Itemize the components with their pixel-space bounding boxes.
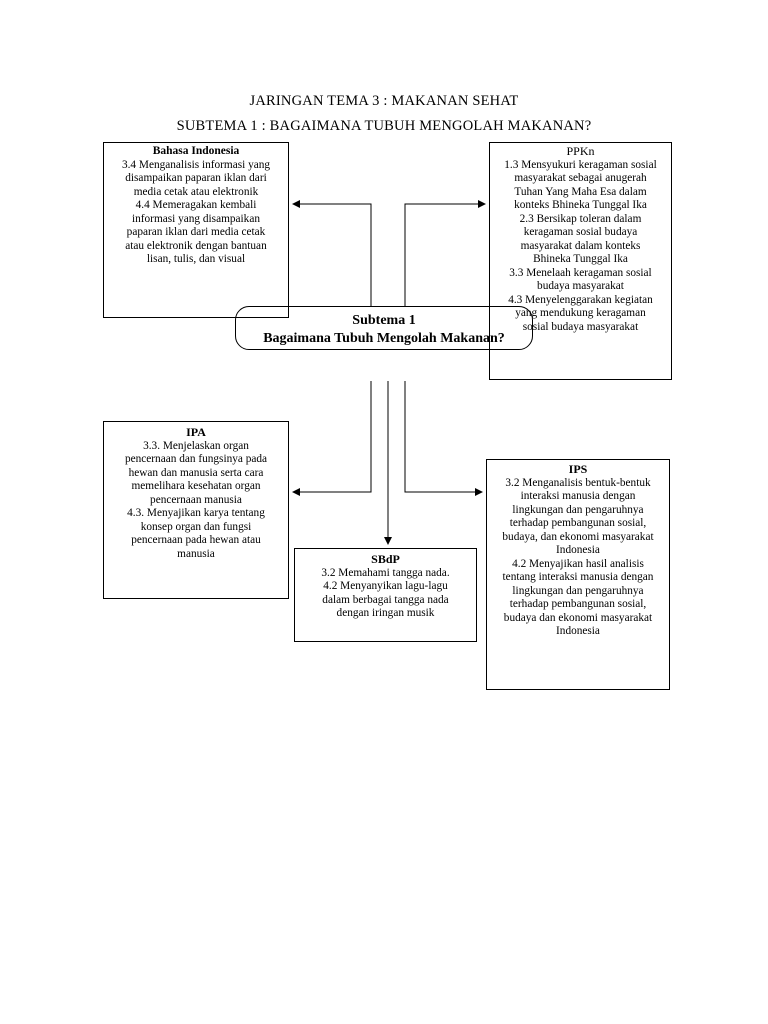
box-sbdp: SBdP 3.2 Memahami tangga nada. 4.2 Menya… <box>294 548 477 642</box>
box-line: 1.3 Mensyukuri keragaman sosial <box>504 158 657 171</box>
box-line: 3.3 Menelaah keragaman sosial <box>509 266 652 279</box>
box-line: 3.3. Menjelaskan organ <box>143 439 249 452</box>
box-line: pencernaan dan fungsinya pada <box>124 453 268 465</box>
box-line: media cetak atau elektronik <box>133 185 259 198</box>
box-line: sosial budaya masyarakat <box>522 320 639 333</box>
box-heading: IPA <box>186 425 206 439</box>
arrow-to-ips <box>404 381 483 496</box>
box-line: hewan dan manusia serta cara <box>128 466 264 479</box>
box-line: masyarakat dalam konteks <box>520 239 641 252</box>
center-line-2: Bagaimana Tubuh Mengolah Makanan? <box>263 331 505 346</box>
box-line: terhadap pembangunan sosial, <box>509 517 647 529</box>
center-line-1: Subtema 1 <box>352 313 416 328</box>
box-line: manusia <box>177 547 215 560</box>
box-line: Indonesia <box>556 544 600 556</box>
box-line: Tuhan Yang Maha Esa dalam <box>514 185 647 198</box>
box-line: memelihara kesehatan organ <box>131 480 261 492</box>
box-line: paparan iklan dari media cetak <box>126 226 266 238</box>
box-line: atau elektronik dengan bantuan <box>125 239 267 252</box>
page-subtitle: SUBTEMA 1 : BAGAIMANA TUBUH MENGOLAH MAK… <box>176 118 592 134</box>
box-line: dengan iringan musik <box>336 607 435 619</box>
box-line: pencernaan pada hewan atau <box>131 534 261 546</box>
box-line: interaksi manusia dengan <box>520 490 636 502</box>
box-line: 4.3. Menyajikan karya tentang <box>127 507 265 519</box>
box-line: dalam berbagai tangga nada <box>322 593 449 606</box>
box-line: budaya masyarakat <box>537 280 624 292</box>
box-line: 4.2 Menyajikan hasil analisis <box>512 557 644 570</box>
box-line: keragaman sosial budaya <box>523 226 638 238</box>
box-line: 3.2 Menganalisis bentuk-bentuk <box>505 476 651 489</box>
box-line: Bhineka Tunggal Ika <box>533 253 628 265</box>
box-line: terhadap pembangunan sosial, <box>509 598 647 610</box>
box-line: budaya dan ekonomi masyarakat <box>503 611 653 624</box>
center-subtheme: Subtema 1 Bagaimana Tubuh Mengolah Makan… <box>235 306 533 350</box>
arrow-to-ppkn <box>404 200 486 306</box>
box-line: informasi yang disampaikan <box>131 212 260 225</box>
page-title: JARINGAN TEMA 3 : MAKANAN SEHAT <box>249 93 519 109</box>
arrow-to-bahasa-indonesia <box>292 200 372 306</box>
box-line: lingkungan dan pengaruhnya <box>512 584 644 597</box>
box-line: masyarakat sebagai anugerah <box>514 172 647 184</box>
box-line: lisan, tulis, dan visual <box>146 253 246 265</box>
box-heading: SBdP <box>371 552 400 566</box>
box-heading: Bahasa Indonesia <box>152 145 240 157</box>
box-line: konteks Bhineka Tunggal Ika <box>514 199 647 211</box>
box-line: pencernaan manusia <box>150 493 242 506</box>
box-line: disampaikan paparan iklan dari <box>125 172 267 184</box>
box-line: tentang interaksi manusia dengan <box>502 571 654 583</box>
box-line: 2.3 Bersikap toleran dalam <box>519 212 642 225</box>
box-ips: IPS 3.2 Menganalisis bentuk-bentuk inter… <box>486 459 670 690</box>
box-line: yang mendukung keragaman <box>515 307 646 319</box>
box-line: 4.2 Menyanyikan lagu-lagu <box>323 580 448 592</box>
box-bahasa-indonesia: Bahasa Indonesia 3.4 Menganalisis inform… <box>103 142 289 318</box>
box-line: 3.2 Memahami tangga nada. <box>321 566 450 579</box>
box-line: 4.4 Memeragakan kembali <box>135 199 257 211</box>
box-heading: IPS <box>568 462 588 476</box>
arrow-to-ipa <box>292 381 372 496</box>
box-line: Indonesia <box>556 625 600 637</box>
box-ipa: IPA 3.3. Menjelaskan organ pencernaan da… <box>103 421 289 599</box>
box-line: 3.4 Menganalisis informasi yang <box>121 158 271 171</box>
box-heading: PPKn <box>566 144 595 158</box>
box-line: lingkungan dan pengaruhnya <box>512 503 644 516</box>
box-line: budaya, dan ekonomi masyarakat <box>502 530 654 543</box>
box-line: 4.3 Menyelenggarakan kegiatan <box>508 293 653 306</box>
box-line: konsep organ dan fungsi <box>140 520 252 533</box>
